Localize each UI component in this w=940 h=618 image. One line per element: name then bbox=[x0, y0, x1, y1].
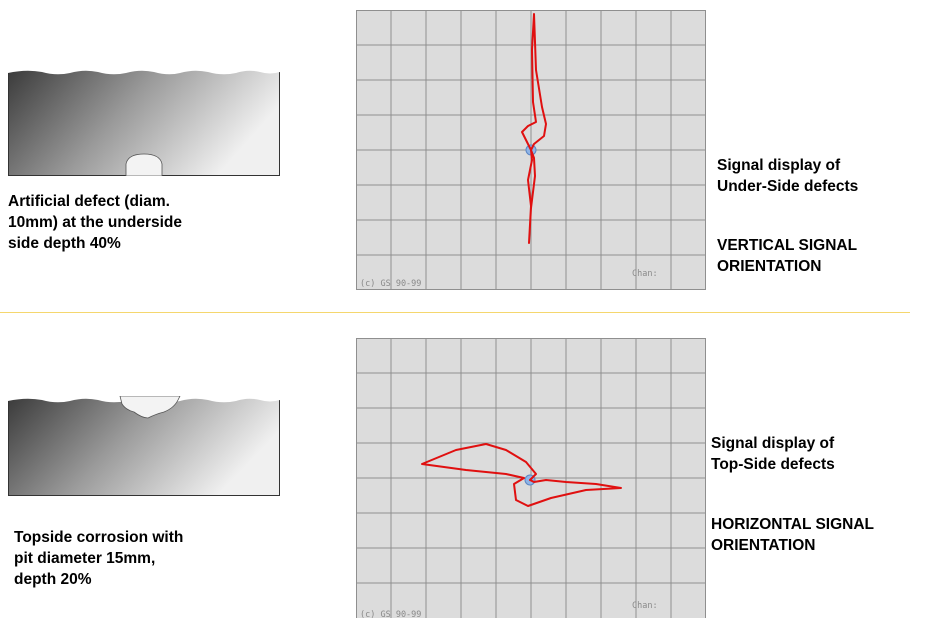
caption-line: Artificial defect (diam. bbox=[8, 193, 170, 210]
orientation-line: ORIENTATION bbox=[711, 537, 816, 554]
section-separator-line bbox=[0, 312, 910, 313]
underside-defect-specimen-image bbox=[8, 68, 280, 176]
scope-channel-label: Chan: bbox=[632, 601, 658, 611]
caption-line: Topside corrosion with bbox=[14, 529, 184, 546]
underside-signal-display: (c) GS 90-99 Chan: bbox=[356, 10, 706, 290]
caption-line: pit diameter 15mm, bbox=[14, 550, 156, 567]
caption-line: 10mm) at the underside bbox=[8, 214, 182, 231]
caption-line: side depth 40% bbox=[8, 235, 121, 252]
signal-title-line: Under-Side defects bbox=[717, 178, 859, 195]
scope-channel-label: Chan: bbox=[632, 269, 658, 279]
topside-defect-specimen-image bbox=[8, 396, 280, 496]
topside-defect-caption: Topside corrosion with pit diameter 15mm… bbox=[14, 527, 183, 590]
scope-copyright-label: (c) GS 90-99 bbox=[360, 279, 421, 289]
underside-orientation-label: VERTICAL SIGNAL ORIENTATION bbox=[717, 235, 857, 277]
orientation-line: ORIENTATION bbox=[717, 258, 822, 275]
signal-title-line: Signal display of bbox=[711, 435, 835, 452]
vertical-signal-trace bbox=[521, 13, 547, 244]
scope-copyright-label: (c) GS 90-99 bbox=[360, 610, 421, 618]
orientation-line: VERTICAL SIGNAL bbox=[717, 237, 858, 254]
signal-title-line: Signal display of bbox=[717, 157, 841, 174]
signal-title-line: Top-Side defects bbox=[711, 456, 835, 473]
orientation-line: HORIZONTAL SIGNAL bbox=[711, 516, 875, 533]
scope-grid bbox=[356, 338, 706, 618]
underside-signal-description: Signal display of Under-Side defects bbox=[717, 155, 858, 197]
caption-line: depth 20% bbox=[14, 571, 92, 588]
underside-defect-caption: Artificial defect (diam. 10mm) at the un… bbox=[8, 191, 182, 254]
topside-signal-display: (c) GS 90-99 Chan: bbox=[356, 338, 706, 618]
topside-signal-description: Signal display of Top-Side defects bbox=[711, 433, 835, 475]
topside-orientation-label: HORIZONTAL SIGNAL ORIENTATION bbox=[711, 514, 874, 556]
horizontal-signal-trace bbox=[421, 443, 622, 507]
